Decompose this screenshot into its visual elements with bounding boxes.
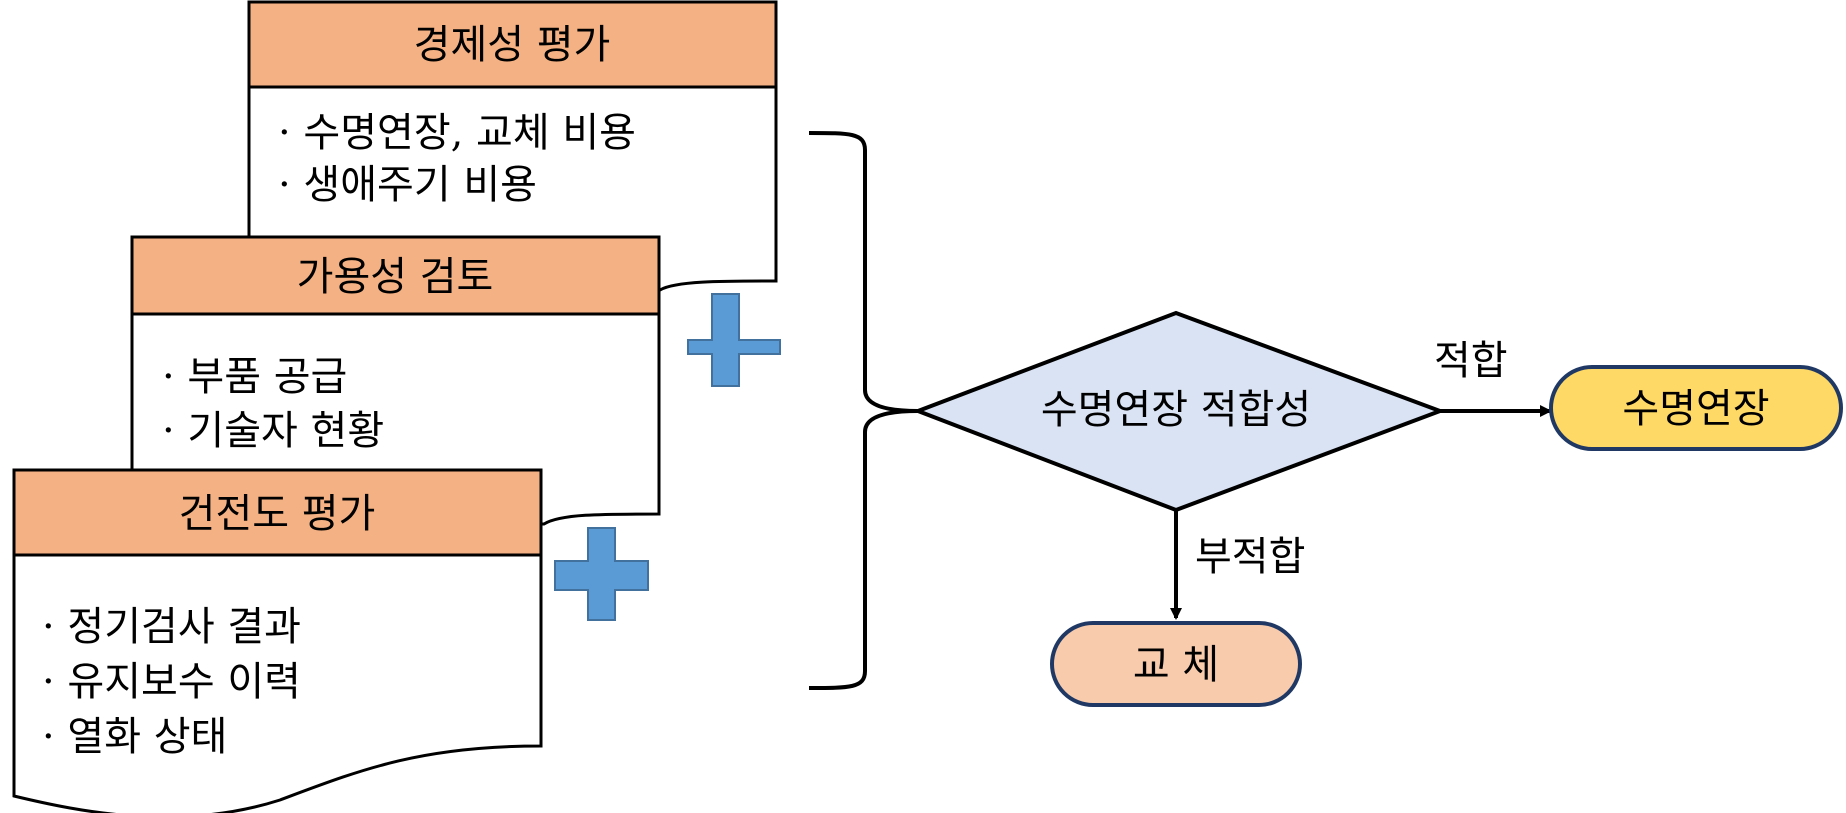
soundness-card-body bbox=[12, 553, 543, 813]
soundness-item-1: · 정기검사 결과 bbox=[42, 604, 301, 650]
suitability-decision: 수명연장 적합성 bbox=[912, 310, 1446, 513]
right-curly-brace-icon bbox=[808, 131, 919, 690]
replacement-label: 교 체 bbox=[1133, 642, 1219, 688]
soundness-card-title: 건전도 평가 bbox=[179, 491, 376, 537]
economic-card-title: 경제성 평가 bbox=[414, 22, 611, 68]
replacement-shape bbox=[1050, 621, 1302, 707]
availability-item-2: · 기술자 현황 bbox=[162, 408, 384, 454]
replacement-terminal: 교 체 bbox=[1050, 621, 1302, 707]
soundness-item-3: · 열화 상태 bbox=[42, 714, 227, 760]
no-label: 부적합 bbox=[1195, 534, 1305, 580]
plus-icon bbox=[687, 293, 781, 387]
life-extension-terminal: 수명연장 bbox=[1549, 365, 1843, 451]
availability-item-1: · 부품 공급 bbox=[162, 354, 347, 400]
economic-item-2: · 생애주기 비용 bbox=[278, 162, 537, 208]
soundness-card-header bbox=[12, 468, 543, 557]
availability-card-header bbox=[130, 235, 661, 316]
plus-icon bbox=[554, 527, 649, 621]
availability-card-title: 가용성 검토 bbox=[297, 254, 494, 300]
economic-card-header bbox=[247, 0, 778, 89]
yes-label: 적합 bbox=[1434, 338, 1508, 384]
soundness-item-2: · 유지보수 이력 bbox=[42, 659, 301, 705]
life-extension-shape bbox=[1549, 365, 1843, 451]
life-extension-label: 수명연장 bbox=[1622, 386, 1769, 432]
decision-label: 수명연장 적합성 bbox=[1041, 387, 1311, 433]
economic-item-1: · 수명연장, 교체 비용 bbox=[278, 110, 636, 156]
soundness-evaluation-card: 건전도 평가 · 정기검사 결과 · 유지보수 이력 · 열화 상태 bbox=[12, 468, 543, 813]
